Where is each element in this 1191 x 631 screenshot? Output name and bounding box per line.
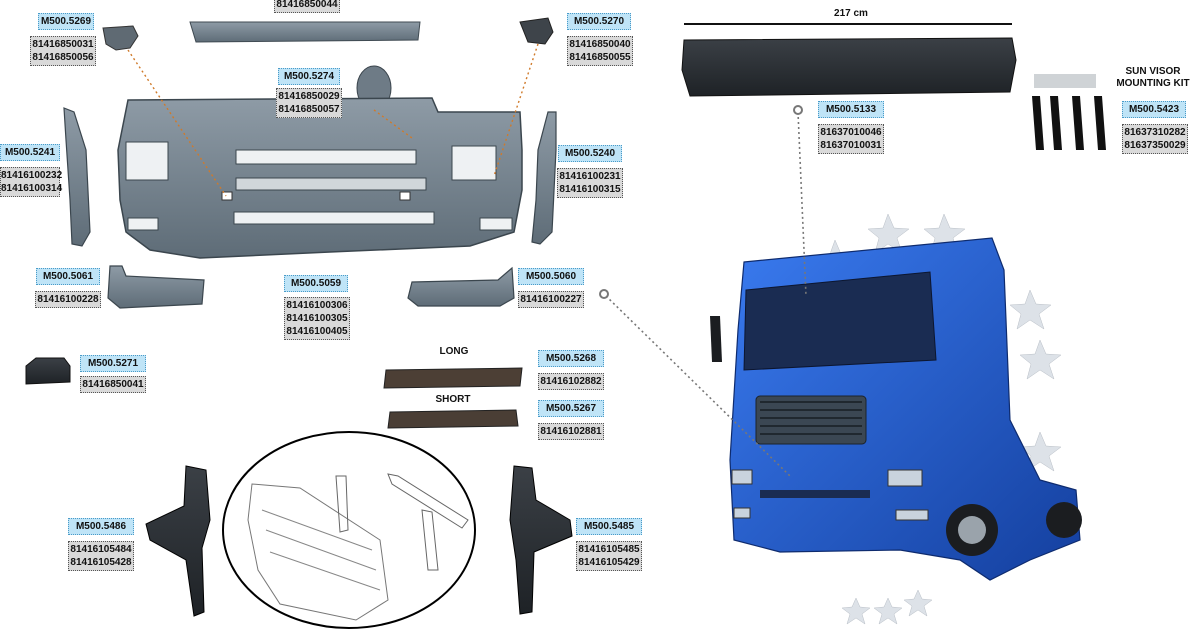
part-5240-refs: 81416100231 81416100315: [557, 168, 623, 198]
leader-dot: [793, 105, 803, 115]
mounting-kit-title-line2: MOUNTING KIT: [1116, 78, 1190, 89]
part-5059-code: M500.5059: [284, 275, 348, 292]
pillar-5240: [531, 111, 557, 245]
pillar-5241: [63, 107, 91, 247]
part-5060-code: M500.5060: [518, 268, 584, 285]
visor-width-label: 217 cm: [834, 8, 868, 19]
part-5240-code: M500.5240: [558, 145, 622, 162]
part-number: 81416100405: [286, 326, 348, 337]
strip-long: [383, 367, 523, 389]
label-short: SHORT: [435, 394, 471, 405]
part-number: 81637310282: [1124, 127, 1186, 138]
part-5268-code: M500.5268: [538, 350, 604, 367]
part-number: 81637010031: [820, 140, 882, 151]
part-5485-code: M500.5485: [576, 518, 642, 535]
leader-lines-grey: [605, 111, 807, 477]
part-number: 81416105429: [578, 557, 640, 568]
corner-5061: [107, 265, 205, 309]
top-visor-part: [189, 21, 421, 43]
part-5061-refs: 81416100228: [35, 291, 101, 308]
part-5267-code: M500.5267: [538, 400, 604, 417]
part-number: 81416850041: [82, 379, 144, 390]
strip-short: [387, 409, 519, 429]
part-5270-refs: 81416850040 81416850055: [567, 36, 633, 66]
part-number: 81416850029: [278, 91, 340, 102]
part-number: 81416102882: [540, 376, 602, 387]
part-5423-refs: 81637310282 81637350029: [1122, 124, 1188, 154]
part-number: 81416100305: [286, 313, 348, 324]
part-5271-code: M500.5271: [80, 355, 146, 372]
part-5485-refs: 81416105485 81416105429: [576, 541, 642, 571]
part-5269-refs: 81416850031 81416850056: [30, 36, 96, 66]
part-number: 81637010046: [820, 127, 882, 138]
mounting-kit-title: SUN VISOR MOUNTING KIT: [1116, 66, 1190, 90]
part-number: 81416100227: [520, 294, 582, 305]
part-5267-refs: 81416102881: [538, 423, 604, 440]
part-5061-code: M500.5061: [36, 268, 100, 285]
part-number: 81416105484: [70, 544, 132, 555]
part-number: 81637350029: [1124, 140, 1186, 151]
part-5268-refs: 81416102882: [538, 373, 604, 390]
part-number: 81416102881: [540, 426, 602, 437]
part-5060-refs: 81416100227: [518, 291, 584, 308]
bracket-5486: [145, 465, 211, 617]
part-5241-code: M500.5241: [0, 144, 60, 161]
part-number: 81416100314: [1, 183, 63, 194]
bracket-5485: [509, 465, 573, 615]
cap-5270: [519, 17, 554, 45]
visor-5133: [681, 37, 1017, 97]
part-number: 81416100232: [1, 170, 63, 181]
bumper-5059: [117, 97, 523, 259]
part-number: 81416100231: [559, 171, 621, 182]
part-5274-code: M500.5274: [278, 68, 340, 85]
part-5059-refs: 81416100306 81416100305 81416100405: [284, 297, 350, 340]
label-long: LONG: [439, 346, 469, 357]
part-number: 81416850044: [276, 0, 338, 10]
corner-5060: [407, 266, 515, 307]
part-number: 81416850031: [32, 39, 94, 50]
cap-5269: [102, 25, 139, 51]
part-5423-code: M500.5423: [1122, 101, 1186, 118]
part-number: 81416100315: [559, 184, 621, 195]
part-5486-code: M500.5486: [68, 518, 134, 535]
part-5133-code: M500.5133: [818, 101, 884, 118]
part-number: 81416100306: [286, 300, 348, 311]
part-number: 81416850040: [569, 39, 631, 50]
truck-illustration: [710, 237, 1082, 581]
part-number: 81416850056: [32, 52, 94, 63]
part-number: 81416105428: [70, 557, 132, 568]
part-5269-code: M500.5269: [38, 13, 94, 30]
part-number: 81416100228: [37, 294, 99, 305]
mounting-kit-title-line1: SUN VISOR: [1125, 66, 1181, 77]
leader-dot: [599, 289, 609, 299]
part-5270-code: M500.5270: [567, 13, 631, 30]
exploded-view: [222, 431, 476, 629]
part-number: 81416105485: [578, 544, 640, 555]
part-5486-refs: 81416105484 81416105428: [68, 541, 134, 571]
part-5133-refs: 81637010046 81637010031: [818, 124, 884, 154]
part-top-visor-refs: 81416850044: [274, 0, 340, 13]
part-5274-refs: 81416850029 81416850057: [276, 88, 342, 118]
part-number: 81416850055: [569, 52, 631, 63]
part-5241-refs: 81416100232 81416100314: [0, 167, 63, 197]
mounting-kit: [1032, 74, 1106, 150]
part-number: 81416850057: [278, 104, 340, 115]
cap-5271: [25, 357, 71, 385]
part-5271-refs: 81416850041: [80, 376, 146, 393]
leader-lines: [127, 43, 539, 197]
